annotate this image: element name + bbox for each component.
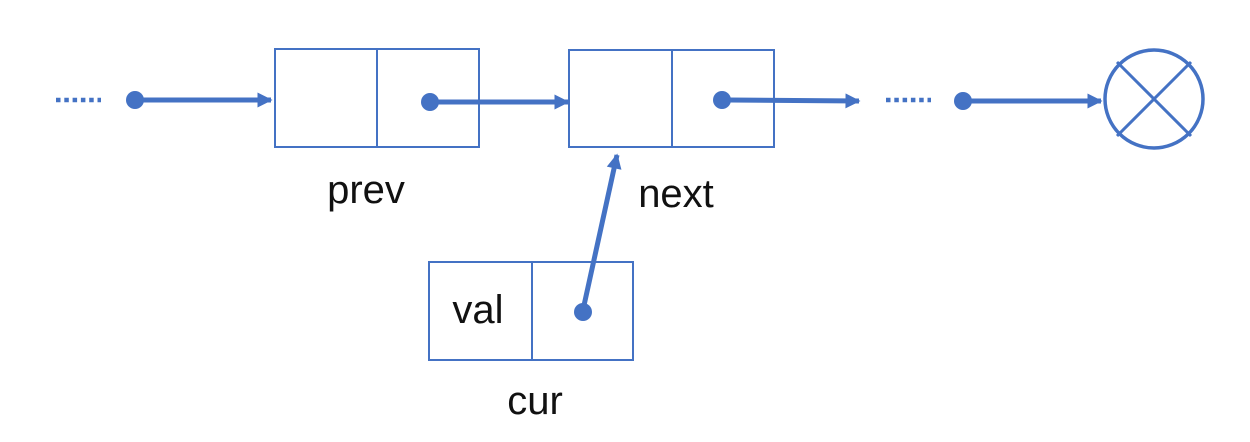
arrow-cur-to-next bbox=[580, 153, 622, 311]
cur-label: cur bbox=[507, 379, 563, 423]
prev-node: prev bbox=[274, 48, 480, 212]
pointer-dot-into-null bbox=[954, 92, 972, 110]
null-terminator-icon bbox=[1103, 48, 1205, 150]
val-label: val bbox=[452, 288, 503, 332]
next-node: next bbox=[568, 49, 775, 216]
cur-node: val cur bbox=[428, 261, 634, 423]
next-label: next bbox=[638, 172, 714, 216]
prev-node-pointer-dot bbox=[421, 93, 439, 111]
prev-label: prev bbox=[327, 168, 405, 212]
pointer-dot-into-prev bbox=[126, 91, 144, 109]
null-cross-line-2 bbox=[1115, 60, 1193, 138]
null-circle bbox=[1103, 48, 1205, 150]
arrow-next-to-continuation bbox=[728, 93, 861, 109]
next-node-pointer-dot bbox=[713, 91, 731, 109]
cur-node-pointer-dot bbox=[574, 303, 592, 321]
